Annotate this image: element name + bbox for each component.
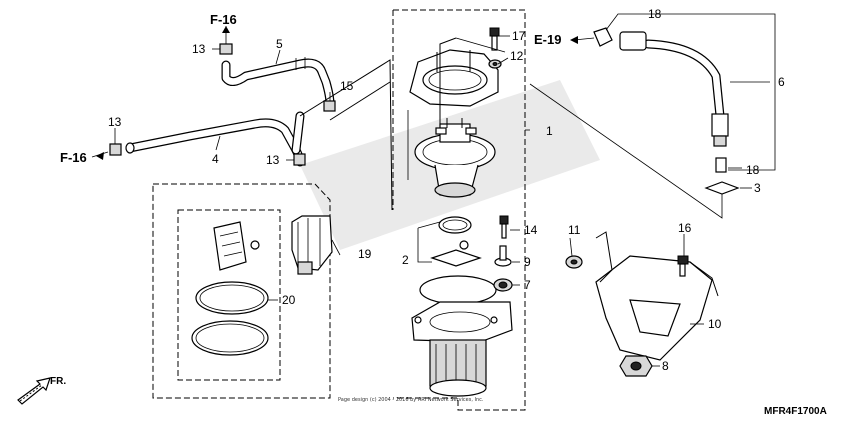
callout-15: 15 bbox=[340, 79, 354, 93]
callout-labels: 1 2 3 4 5 6 7 8 9 10 11 12 13 13 13 14 1… bbox=[108, 7, 785, 373]
clip-15 bbox=[323, 100, 336, 112]
hose-5 bbox=[221, 57, 335, 109]
callout-12: 12 bbox=[510, 49, 524, 63]
callout-9: 9 bbox=[524, 255, 531, 269]
callout-6: 6 bbox=[778, 75, 785, 89]
reference-arrows bbox=[96, 26, 578, 160]
callout-13-top: 13 bbox=[192, 42, 206, 56]
callout-2: 2 bbox=[402, 253, 409, 267]
clip-13-top bbox=[219, 43, 233, 55]
callout-20: 20 bbox=[282, 293, 296, 307]
reference-f16-top: F-16 bbox=[210, 12, 237, 27]
front-direction-label: FR. bbox=[50, 376, 66, 387]
fuel-pump-body bbox=[411, 275, 513, 397]
reference-labels: F-16 F-16 E-19 bbox=[60, 12, 561, 165]
bracket-10 bbox=[595, 231, 719, 361]
leader-2b bbox=[417, 221, 441, 229]
assembly-frames bbox=[152, 9, 526, 411]
callout-10: 10 bbox=[708, 317, 722, 331]
o-rings-20 bbox=[191, 281, 269, 356]
callout-13-right: 13 bbox=[266, 153, 280, 167]
bolt-16 bbox=[677, 255, 689, 277]
callout-18-right: 18 bbox=[746, 163, 760, 177]
reference-f16-left: F-16 bbox=[60, 150, 87, 165]
drawing-code: MFR4F1700A bbox=[764, 406, 827, 417]
bolt-14 bbox=[499, 215, 509, 239]
fuel-feed-hose-6 bbox=[593, 27, 740, 195]
clip-13-left bbox=[109, 143, 122, 156]
leader-2 bbox=[417, 228, 432, 263]
callout-4: 4 bbox=[212, 152, 219, 166]
washer-9 bbox=[494, 245, 512, 267]
gasket-sheet-20 bbox=[213, 221, 260, 271]
callout-16: 16 bbox=[678, 221, 692, 235]
grommet-11 bbox=[565, 255, 583, 269]
callout-1: 1 bbox=[546, 124, 553, 138]
nut-8 bbox=[619, 355, 653, 377]
bolt-17 bbox=[489, 27, 500, 51]
callout-8: 8 bbox=[662, 359, 669, 373]
cushion-7 bbox=[493, 278, 513, 292]
o-ring bbox=[438, 216, 472, 234]
callout-7: 7 bbox=[524, 278, 531, 292]
callout-11: 11 bbox=[568, 223, 581, 237]
filter-kit-19 bbox=[291, 215, 333, 275]
pressure-regulator-2 bbox=[430, 240, 482, 267]
callout-13-left: 13 bbox=[108, 115, 122, 129]
copyright-notice: Page design (c) 2004 - 2016 by ARI Netwo… bbox=[338, 397, 484, 403]
reference-e19: E-19 bbox=[534, 32, 561, 47]
fuel-pump-cover bbox=[409, 49, 499, 198]
washer-12 bbox=[488, 59, 502, 69]
callout-3: 3 bbox=[754, 181, 761, 195]
callout-19: 19 bbox=[358, 247, 372, 261]
front-direction-arrow bbox=[17, 377, 51, 405]
callout-17: 17 bbox=[512, 29, 526, 43]
clip-13-right bbox=[293, 153, 306, 166]
callout-18-top: 18 bbox=[648, 7, 662, 21]
callout-14: 14 bbox=[524, 223, 538, 237]
callout-5: 5 bbox=[276, 37, 283, 51]
